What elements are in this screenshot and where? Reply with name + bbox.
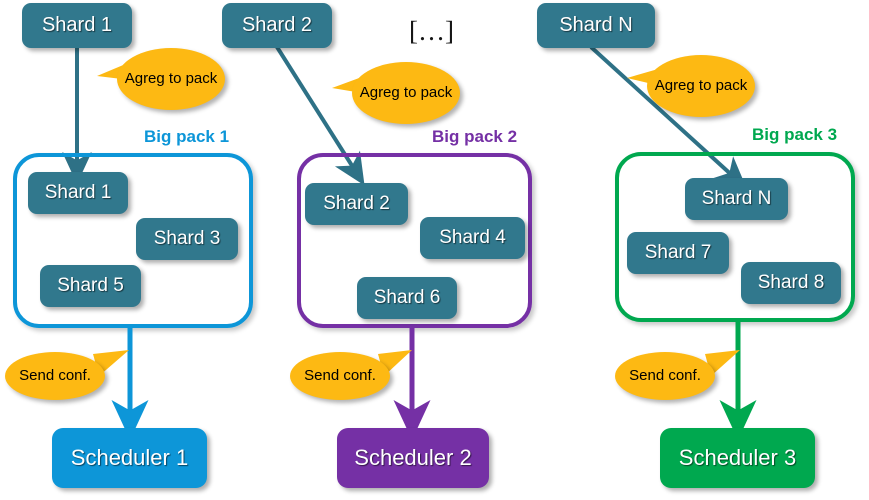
send-callout-2-label: Send conf. [304, 366, 376, 384]
agreg-callout-3-label: Agreg to pack [654, 76, 748, 94]
agreg-callout-2: Agreg to pack [330, 62, 460, 124]
big-pack-1[interactable] [13, 153, 253, 328]
pack-1-shard-3-label: Shard 3 [153, 228, 221, 250]
scheduler-3-label: Scheduler 3 [678, 445, 797, 471]
pack-1-shard-5[interactable]: Shard 5 [40, 265, 141, 307]
send-callout-3-label: Send conf. [629, 366, 701, 384]
agreg-callout-1-bubble: Agreg to pack [117, 48, 225, 110]
agreg-callout-3-bubble: Agreg to pack [647, 55, 755, 117]
pack-2-shard-2-label: Shard 2 [323, 193, 390, 215]
source-shard-2-label: Shard 2 [241, 14, 313, 36]
agreg-callout-2-bubble: Agreg to pack [352, 62, 460, 124]
source-shard-n-label: Shard N [559, 14, 633, 36]
pack-3-shard-8-label: Shard 8 [757, 272, 825, 294]
pack-3-shard-8[interactable]: Shard 8 [741, 262, 841, 304]
send-callout-2-bubble: Send conf. [290, 352, 390, 400]
pack-3-shard-n-label: Shard N [701, 188, 772, 210]
send-callout-1: Send conf. [5, 348, 135, 400]
send-callout-2: Send conf. [290, 348, 420, 400]
pack-1-shard-3[interactable]: Shard 3 [136, 218, 238, 260]
pack-2-shard-6-label: Shard 6 [373, 287, 441, 309]
scheduler-1[interactable]: Scheduler 1 [52, 428, 207, 488]
pack-1-shard-1-label: Shard 1 [44, 182, 112, 204]
pack-3-shard-n[interactable]: Shard N [685, 178, 788, 220]
pack-3-shard-7-label: Shard 7 [644, 242, 712, 264]
source-shard-n[interactable]: Shard N [537, 3, 655, 48]
pack-2-shard-6[interactable]: Shard 6 [357, 277, 457, 319]
agreg-callout-2-label: Agreg to pack [359, 83, 453, 101]
source-shard-1-label: Shard 1 [41, 14, 113, 36]
pack-2-shard-2[interactable]: Shard 2 [305, 183, 408, 225]
big-pack-2-label: Big pack 2 [432, 127, 518, 146]
send-callout-3-bubble: Send conf. [615, 352, 715, 400]
pack-2-shard-4-label: Shard 4 [439, 227, 506, 249]
source-shard-1[interactable]: Shard 1 [22, 3, 132, 48]
scheduler-3[interactable]: Scheduler 3 [660, 428, 815, 488]
scheduler-2[interactable]: Scheduler 2 [337, 428, 489, 488]
ellipsis-marker: […] [409, 16, 454, 46]
pack-3-shard-7[interactable]: Shard 7 [627, 232, 729, 274]
send-callout-3: Send conf. [615, 348, 745, 400]
pack-1-shard-5-label: Shard 5 [57, 275, 124, 297]
agreg-callout-3: Agreg to pack [625, 55, 755, 117]
big-pack-3-label: Big pack 3 [752, 125, 838, 144]
agreg-callout-1: Agreg to pack [95, 48, 225, 110]
send-callout-1-label: Send conf. [19, 366, 91, 384]
pack-2-shard-4[interactable]: Shard 4 [420, 217, 525, 259]
big-pack-2[interactable] [297, 153, 532, 328]
agreg-callout-1-label: Agreg to pack [124, 69, 218, 87]
send-callout-1-bubble: Send conf. [5, 352, 105, 400]
send-callout-3-tail [705, 350, 740, 376]
scheduler-2-label: Scheduler 2 [354, 445, 472, 471]
source-shard-2[interactable]: Shard 2 [222, 3, 332, 48]
pack-1-shard-1[interactable]: Shard 1 [28, 172, 128, 214]
scheduler-1-label: Scheduler 1 [70, 445, 189, 471]
big-pack-1-label: Big pack 1 [144, 127, 230, 146]
